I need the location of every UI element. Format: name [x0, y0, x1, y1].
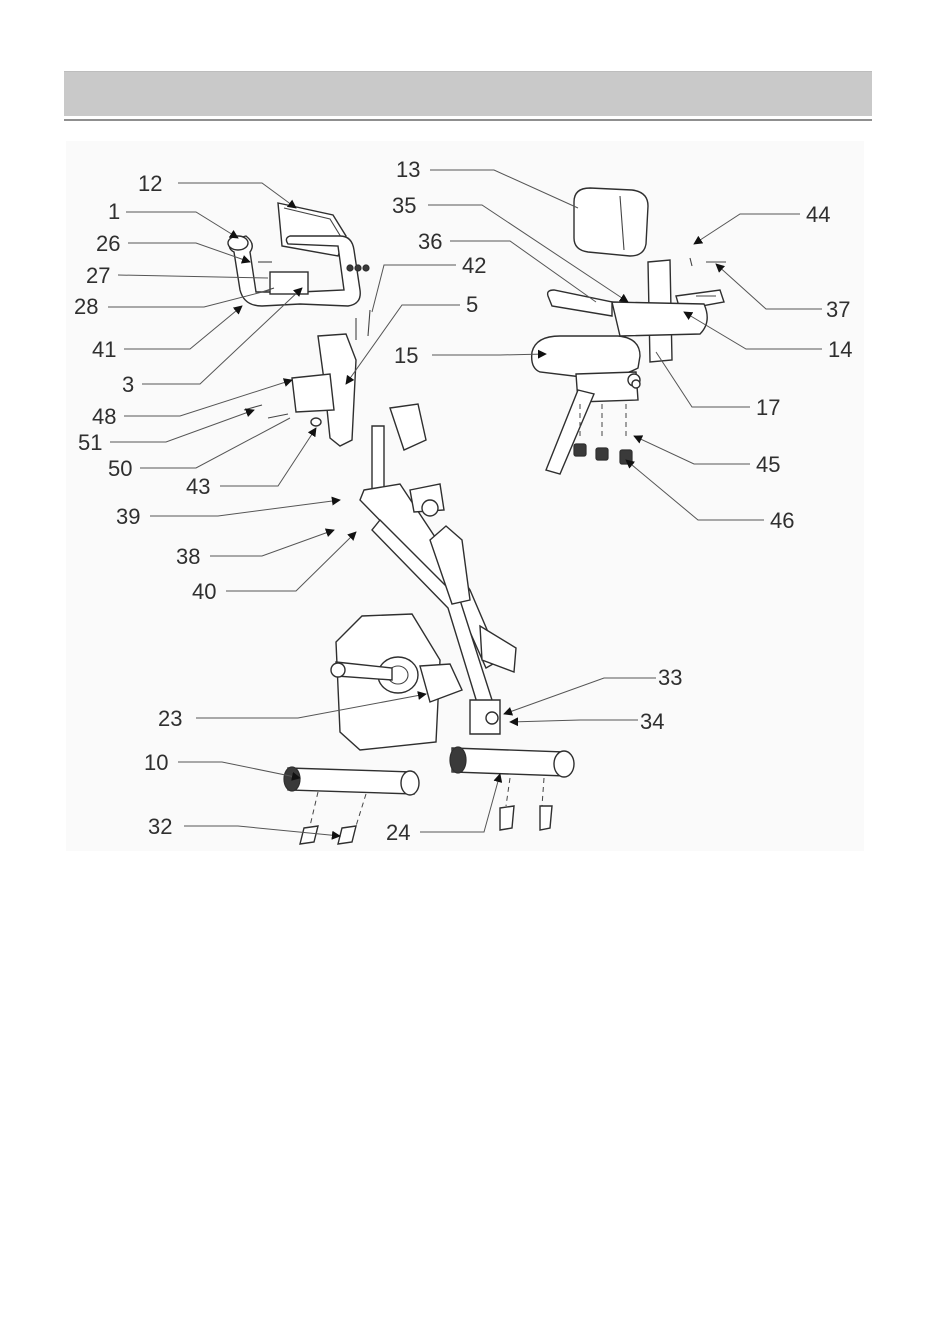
callout-3: 3: [122, 372, 134, 397]
leader-50: [140, 418, 290, 468]
handlebar-post: [244, 310, 370, 446]
leader-37: [716, 264, 822, 309]
callout-43: 43: [186, 474, 210, 499]
leader-51: [110, 410, 254, 442]
seat-cushion: [532, 336, 640, 378]
callout-39: 39: [116, 504, 140, 529]
leader-40: [226, 532, 356, 591]
callout-15: 15: [394, 343, 418, 368]
leader-15: [432, 354, 546, 355]
callout-12: 12: [138, 171, 162, 196]
callout-1: 1: [108, 199, 120, 224]
callout-50: 50: [108, 456, 132, 481]
leader-39: [150, 500, 340, 516]
callout-42: 42: [462, 253, 486, 278]
leader-46: [626, 460, 764, 520]
bike-frame: [331, 404, 516, 750]
callout-44: 44: [806, 202, 830, 227]
callout-13: 13: [396, 157, 420, 182]
callout-45: 45: [756, 452, 780, 477]
callout-36: 36: [418, 229, 442, 254]
leader-45: [634, 436, 750, 464]
callout-35: 35: [392, 193, 416, 218]
callout-10: 10: [144, 750, 168, 775]
rear-stabilizer: [450, 747, 574, 830]
callout-34: 34: [640, 709, 664, 734]
callout-labels: 12 1 26 27 28 41 3 48 51 50 43 39 38 40 …: [74, 157, 852, 845]
callout-14: 14: [828, 337, 852, 362]
leader-10: [178, 762, 300, 778]
seat-slider: [546, 390, 594, 474]
leader-48: [124, 380, 292, 416]
callout-41: 41: [92, 337, 116, 362]
callout-40: 40: [192, 579, 216, 604]
callout-32: 32: [148, 814, 172, 839]
leader-44: [694, 214, 800, 244]
leader-33: [504, 678, 656, 714]
callout-33: 33: [658, 665, 682, 690]
leader-24: [420, 774, 500, 832]
seat-assembly: [532, 188, 726, 474]
leader-34: [510, 720, 638, 722]
callout-38: 38: [176, 544, 200, 569]
callout-24: 24: [386, 820, 410, 845]
callout-48: 48: [92, 404, 116, 429]
callout-37: 37: [826, 297, 850, 322]
callout-5: 5: [466, 292, 478, 317]
leader-43: [220, 428, 316, 486]
leader-1: [126, 212, 238, 238]
console-assembly: [228, 203, 369, 306]
callout-27: 27: [86, 263, 110, 288]
backrest-pad: [574, 188, 648, 256]
callout-26: 26: [96, 231, 120, 256]
leader-41: [124, 306, 242, 349]
callout-46: 46: [770, 508, 794, 533]
handlebar-bracket: [270, 272, 308, 294]
leader-38: [210, 530, 334, 556]
callout-28: 28: [74, 294, 98, 319]
callout-17: 17: [756, 395, 780, 420]
callout-23: 23: [158, 706, 182, 731]
callout-51: 51: [78, 430, 102, 455]
leader-13: [430, 170, 578, 208]
pedal-top: [390, 404, 426, 450]
